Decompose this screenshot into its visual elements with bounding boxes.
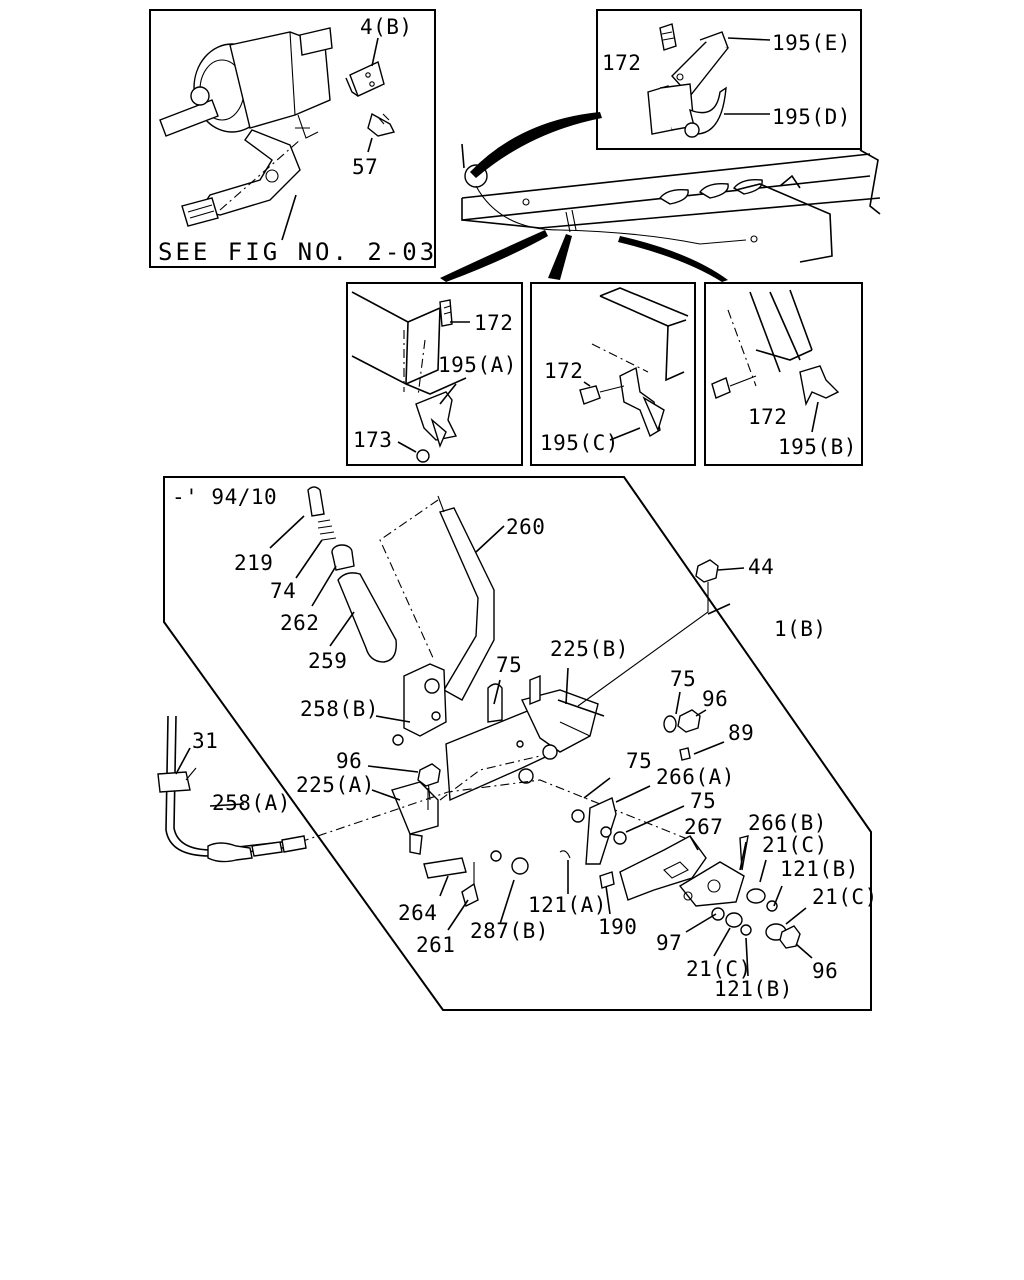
label-21c: 21(C) <box>762 833 828 857</box>
label-172: 172 <box>602 51 641 75</box>
pads-264-261 <box>423 857 479 908</box>
label-172: 172 <box>748 405 787 429</box>
label-leaders <box>175 515 813 977</box>
panel-frame <box>596 9 862 150</box>
label-225b: 225(B) <box>550 637 629 661</box>
label-75: 75 <box>496 653 522 677</box>
lever-rod-260 <box>437 495 495 701</box>
label-173: 173 <box>353 428 392 452</box>
label-1b: 1(B) <box>774 617 827 641</box>
chassis-frame-overview <box>461 143 881 263</box>
label-266b: 266(B) <box>748 811 827 835</box>
label-74: 74 <box>270 579 296 603</box>
label-172: 172 <box>474 311 513 335</box>
label-258a: 258(A) <box>212 791 291 815</box>
label-259: 259 <box>308 649 347 673</box>
panel-master-cylinder: 4(B) 57 SEE FIG NO. 2-03 <box>149 9 437 268</box>
label-44: 44 <box>748 555 774 579</box>
label-89: 89 <box>728 721 754 745</box>
see-fig-reference: SEE FIG NO. 2-03 <box>158 238 437 266</box>
label-260: 260 <box>506 515 545 539</box>
label-219: 219 <box>234 551 273 575</box>
label-57: 57 <box>352 155 378 179</box>
arm-266a <box>571 797 617 865</box>
panel-bracket-b: 172 195(B) <box>704 282 863 466</box>
panel-bracket-e-d: 172 195(E) 195(D) <box>596 9 862 150</box>
label-195a: 195(A) <box>438 353 517 377</box>
label-21c: 21(C) <box>686 957 752 981</box>
label-96: 96 <box>702 687 728 711</box>
detail-leader-arrows <box>440 112 728 282</box>
nut-96-left <box>417 763 441 810</box>
label-195c: 195(C) <box>540 431 619 455</box>
label-267: 267 <box>684 815 723 839</box>
label-31: 31 <box>192 729 218 753</box>
main-assembly: -' 94/10 <box>157 476 878 1011</box>
panel-frame <box>704 282 863 466</box>
brake-booster-drawing <box>159 27 333 227</box>
bolt-57-drawing <box>367 112 396 137</box>
label-287b: 287(B) <box>470 919 549 943</box>
nut-96-upper <box>663 709 701 761</box>
label-75: 75 <box>670 667 696 691</box>
label-96: 96 <box>336 749 362 773</box>
lever-bracket-258b <box>392 663 447 746</box>
cable-258a <box>157 715 307 863</box>
lever-267 <box>619 835 707 901</box>
grip-259 <box>337 572 397 663</box>
label-261: 261 <box>416 933 455 957</box>
label-266a: 266(A) <box>656 765 735 789</box>
label-264: 264 <box>398 901 437 925</box>
label-97: 97 <box>656 931 682 955</box>
label-75: 75 <box>626 749 652 773</box>
panel-frame <box>149 9 436 268</box>
label-195b: 195(B) <box>778 435 857 459</box>
nut-287b <box>490 850 529 875</box>
spring-74 <box>317 519 337 541</box>
label-262: 262 <box>280 611 319 635</box>
collar-262 <box>331 544 355 571</box>
label-75: 75 <box>690 789 716 813</box>
label-21c: 21(C) <box>812 885 878 909</box>
bracket-225a <box>391 779 439 855</box>
date-note: -' 94/10 <box>172 485 277 509</box>
label-172: 172 <box>544 359 583 383</box>
label-195e: 195(E) <box>772 31 851 55</box>
label-121b: 121(B) <box>714 977 793 1001</box>
label-4b: 4(B) <box>360 15 413 39</box>
label-121a: 121(A) <box>528 893 607 917</box>
label-190: 190 <box>598 915 637 939</box>
panel-frame <box>346 282 523 466</box>
panel-frame <box>530 282 696 466</box>
bracket-4b-drawing <box>345 61 385 97</box>
panel-bracket-c: 172 195(C) <box>530 282 696 466</box>
label-258b: 258(B) <box>300 697 379 721</box>
washers-right <box>559 831 801 949</box>
pin-219 <box>307 486 325 517</box>
label-121b: 121(B) <box>780 857 859 881</box>
label-225a: 225(A) <box>296 773 375 797</box>
base-plate-1b <box>445 674 599 802</box>
assembly-outline <box>163 476 872 1011</box>
nut-44 <box>577 559 719 707</box>
label-195d: 195(D) <box>772 105 851 129</box>
label-96: 96 <box>812 959 838 983</box>
panel-bracket-a: 172 195(A) 173 <box>346 282 523 466</box>
